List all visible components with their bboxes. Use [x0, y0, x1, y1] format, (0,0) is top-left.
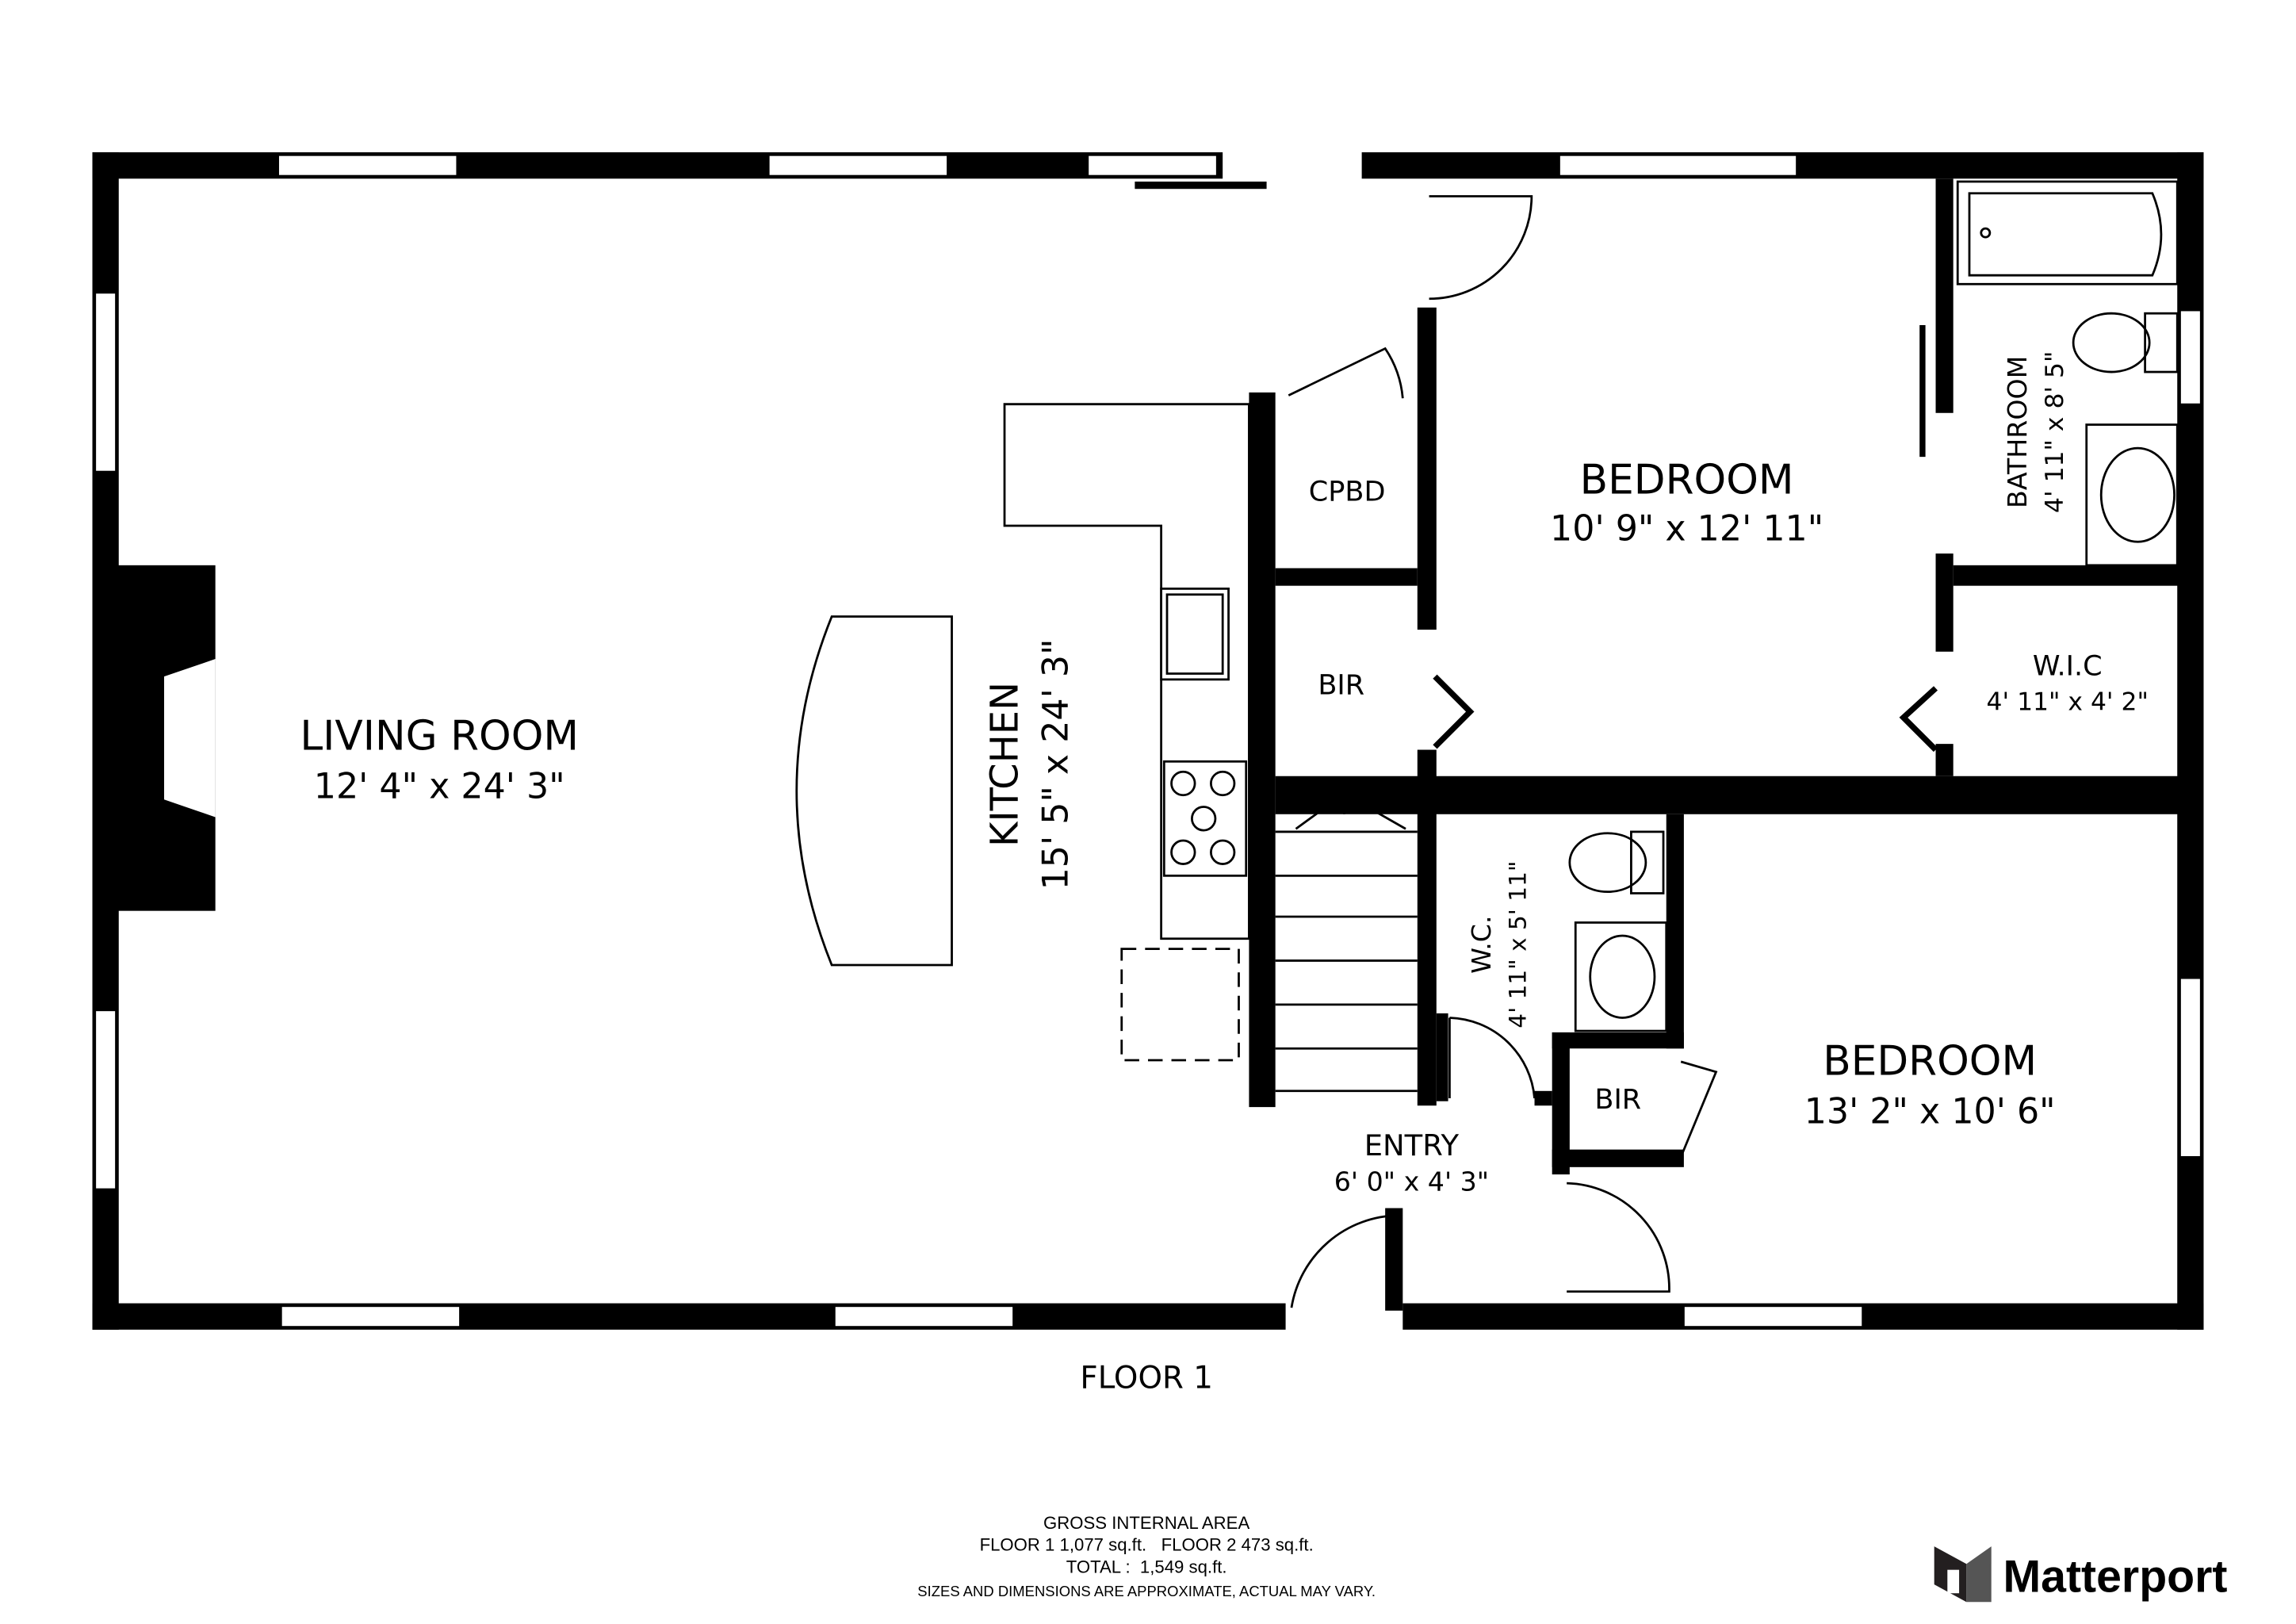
wall [1552, 1149, 1684, 1167]
vanity [2085, 423, 2179, 567]
wall [1552, 1032, 1684, 1049]
burner [1210, 770, 1236, 797]
bathtub-inner [1968, 192, 2163, 277]
wall [1534, 1090, 1552, 1106]
door-swing [1288, 347, 1404, 399]
window [767, 154, 948, 177]
matterport-wordmark: Matterport [2003, 1551, 2227, 1602]
wall [1249, 392, 1276, 1108]
room-size-bedroom-2: 13' 2" x 10' 6" [1804, 1091, 2056, 1132]
window [280, 1305, 461, 1328]
room-name-bedroom-2: BEDROOM [1823, 1037, 2037, 1085]
room-name-kitchen: KITCHEN [983, 682, 1027, 847]
window [94, 292, 117, 473]
room-name-cpbd: CPBD [1309, 476, 1386, 508]
wall [1275, 776, 2182, 814]
wall [1385, 1208, 1403, 1311]
toilet [2072, 312, 2151, 373]
wall [1935, 178, 1954, 413]
window [833, 1305, 1015, 1328]
matterport-logo-icon [1934, 1546, 1992, 1603]
room-size-entry: 6' 0" x 4' 3" [1334, 1166, 1489, 1197]
area-disclaimer: SIZES AND DIMENSIONS ARE APPROXIMATE, AC… [917, 1583, 1376, 1599]
wall [1436, 1013, 1448, 1101]
window [2179, 977, 2202, 1158]
room-name-bathroom: BATHROOM [2002, 356, 2033, 508]
wall [1935, 553, 1954, 652]
area-summary: GROSS INTERNAL AREA FLOOR 1 1,077 sq.ft.… [917, 1513, 1376, 1599]
room-size-wc: 4' 11" x 5' 11" [1504, 861, 1531, 1028]
window [1682, 1305, 1864, 1328]
door-swing [1429, 195, 1533, 301]
window [1559, 154, 1798, 177]
kitchen-counter [1003, 403, 1250, 940]
room-name-bedroom: BEDROOM [1580, 456, 1794, 504]
wall [1666, 814, 1684, 1049]
sink-basin [1165, 593, 1224, 675]
room-name-living: LIVING ROOM [300, 713, 579, 760]
vanity [1574, 921, 1668, 1032]
burner [1170, 839, 1196, 865]
stove [1162, 760, 1248, 877]
door-swing [1290, 1214, 1399, 1308]
wall [1552, 1032, 1570, 1175]
area-title: GROSS INTERNAL AREA [1043, 1513, 1249, 1533]
stairs [1275, 792, 1418, 1093]
window [94, 1009, 117, 1190]
room-name-wc: W.C. [1466, 915, 1497, 973]
room-size-living: 12' 4" x 24' 3" [314, 766, 565, 806]
outer-wall-bottom-left [92, 1303, 1286, 1330]
room-name-entry: ENTRY [1364, 1128, 1460, 1162]
area-total: TOTAL : 1,549 sq.ft. [1066, 1557, 1227, 1576]
room-name-bir-2: BIR [1594, 1083, 1641, 1116]
outer-wall-top-left [92, 152, 1223, 179]
burner [1170, 770, 1196, 797]
room-labels: LIVING ROOM 12' 4" x 24' 3" KITCHEN 15' … [300, 351, 2149, 1197]
floor-label: FLOOR 1 [1080, 1361, 1212, 1396]
door-swing [1679, 1060, 1718, 1158]
room-name-wic: W.I.C [2033, 649, 2103, 682]
room-size-kitchen: 15' 5" x 24' 3" [1035, 639, 1076, 891]
wall [1935, 744, 1954, 776]
windows [94, 154, 2202, 1328]
toilet [1568, 832, 1647, 894]
wall [1135, 181, 1267, 190]
door-swing [1448, 1017, 1536, 1099]
area-floors: FLOOR 1 1,077 sq.ft. FLOOR 2 473 sq.ft. [980, 1535, 1314, 1555]
kitchen-island [795, 615, 953, 967]
basin [2099, 446, 2175, 543]
window [277, 154, 458, 177]
appliance-outline [1120, 948, 1240, 1062]
room-name-bir: BIR [1318, 668, 1364, 701]
matterport-logo: Matterport [1934, 1546, 2227, 1603]
burner [1210, 839, 1236, 865]
wall [1953, 565, 2182, 586]
sink [1160, 587, 1230, 681]
wall [1417, 307, 1437, 630]
basin [1589, 934, 1656, 1019]
closet-door [1433, 674, 1475, 749]
wall [1275, 568, 1418, 586]
bathtub [1956, 180, 2179, 285]
closet-door [1899, 686, 1938, 753]
burner [1191, 806, 1217, 832]
room-size-bedroom: 10' 9" x 12' 11" [1550, 508, 1823, 549]
fixtures [795, 180, 2179, 1308]
window [1087, 154, 1218, 177]
door-swing [1567, 1182, 1670, 1293]
room-size-wic: 4' 11" x 4' 2" [1987, 688, 2149, 717]
window [2179, 309, 2202, 405]
fireplace-opening [164, 659, 216, 818]
room-size-bathroom: 4' 11" x 8' 5" [2041, 351, 2069, 513]
